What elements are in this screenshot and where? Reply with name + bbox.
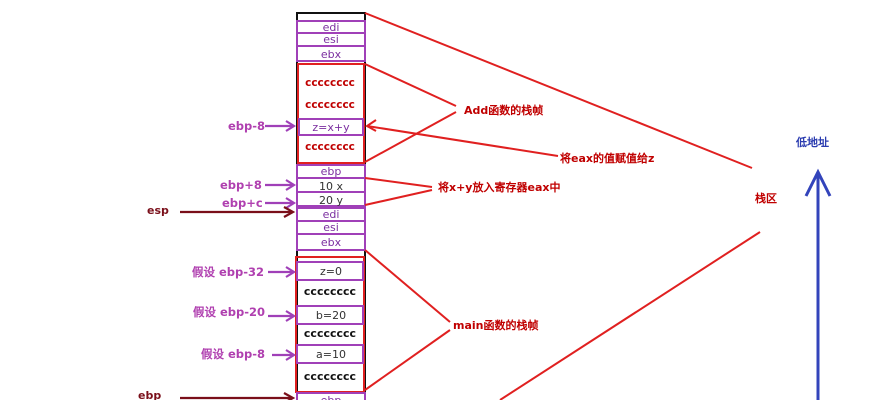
label-ebp: ebp — [138, 389, 161, 400]
label-ebp-p8: ebp+8 — [220, 178, 262, 192]
cell-main-c1: cccccccc — [304, 285, 356, 298]
cell-y-label: 20 y — [319, 194, 343, 207]
cell-y — [296, 191, 366, 207]
cell-b20-label: b=20 — [316, 309, 346, 322]
cell-main-c2: cccccccc — [304, 327, 356, 340]
cell-ebp-mid-label: ebp — [321, 165, 342, 178]
cell-add-c3: cccccccc — [305, 141, 355, 153]
cell-main-c3: cccccccc — [304, 370, 356, 383]
cell-esi-top-label: esi — [323, 33, 339, 46]
note-stack-area: 栈区 — [755, 191, 777, 205]
cell-ebx-top-label: ebx — [321, 48, 342, 61]
cell-x-label: 10 x — [319, 180, 343, 193]
label-ebp-m8: ebp-8 — [228, 119, 265, 133]
note-xy-to-eax: 将x+y放入寄存器eax中 — [438, 180, 560, 194]
cell-add-c2: cccccccc — [305, 99, 355, 111]
note-eax-to-z: 将eax的值赋值给z — [560, 151, 654, 165]
add-frame-box — [297, 63, 365, 164]
note-add-frame: Add函数的栈帧 — [464, 103, 543, 117]
label-assume-m32: 假设 ebp-32 — [192, 265, 264, 279]
cell-ebp-bottom-label: ebp — [321, 394, 342, 400]
cell-edi-mid-label: edi — [323, 208, 340, 221]
cell-add-c1: cccccccc — [305, 77, 355, 89]
note-main-frame: main函数的栈帧 — [453, 318, 539, 332]
low-address-arrow — [804, 168, 832, 400]
pointer-arrows-left — [265, 120, 297, 361]
label-assume-m20: 假设 ebp-20 — [193, 305, 265, 319]
cell-z0-label: z=0 — [320, 265, 342, 278]
cell-b20 — [296, 305, 364, 325]
cell-zxy-label: z=x+y — [312, 121, 350, 134]
label-assume-m8: 假设 ebp-8 — [201, 347, 265, 361]
cell-a10 — [296, 344, 364, 364]
annotation-lines — [364, 12, 761, 400]
note-low-address: 低地址 — [795, 135, 829, 149]
cell-ebx-mid — [296, 233, 366, 251]
cell-ebp-bottom — [296, 392, 366, 400]
cell-zxy — [298, 118, 364, 136]
cell-ebx-top — [296, 45, 366, 62]
register-pointer-arrows — [180, 206, 296, 400]
cell-ebx-mid-label: ebx — [321, 236, 342, 249]
label-ebp-pc: ebp+c — [222, 196, 263, 210]
cell-esi-mid-label: esi — [323, 221, 339, 234]
cell-z0 — [296, 261, 364, 281]
label-esp: esp — [147, 204, 169, 217]
cell-a10-label: a=10 — [316, 348, 346, 361]
cell-edi-top-label: edi — [323, 21, 340, 34]
